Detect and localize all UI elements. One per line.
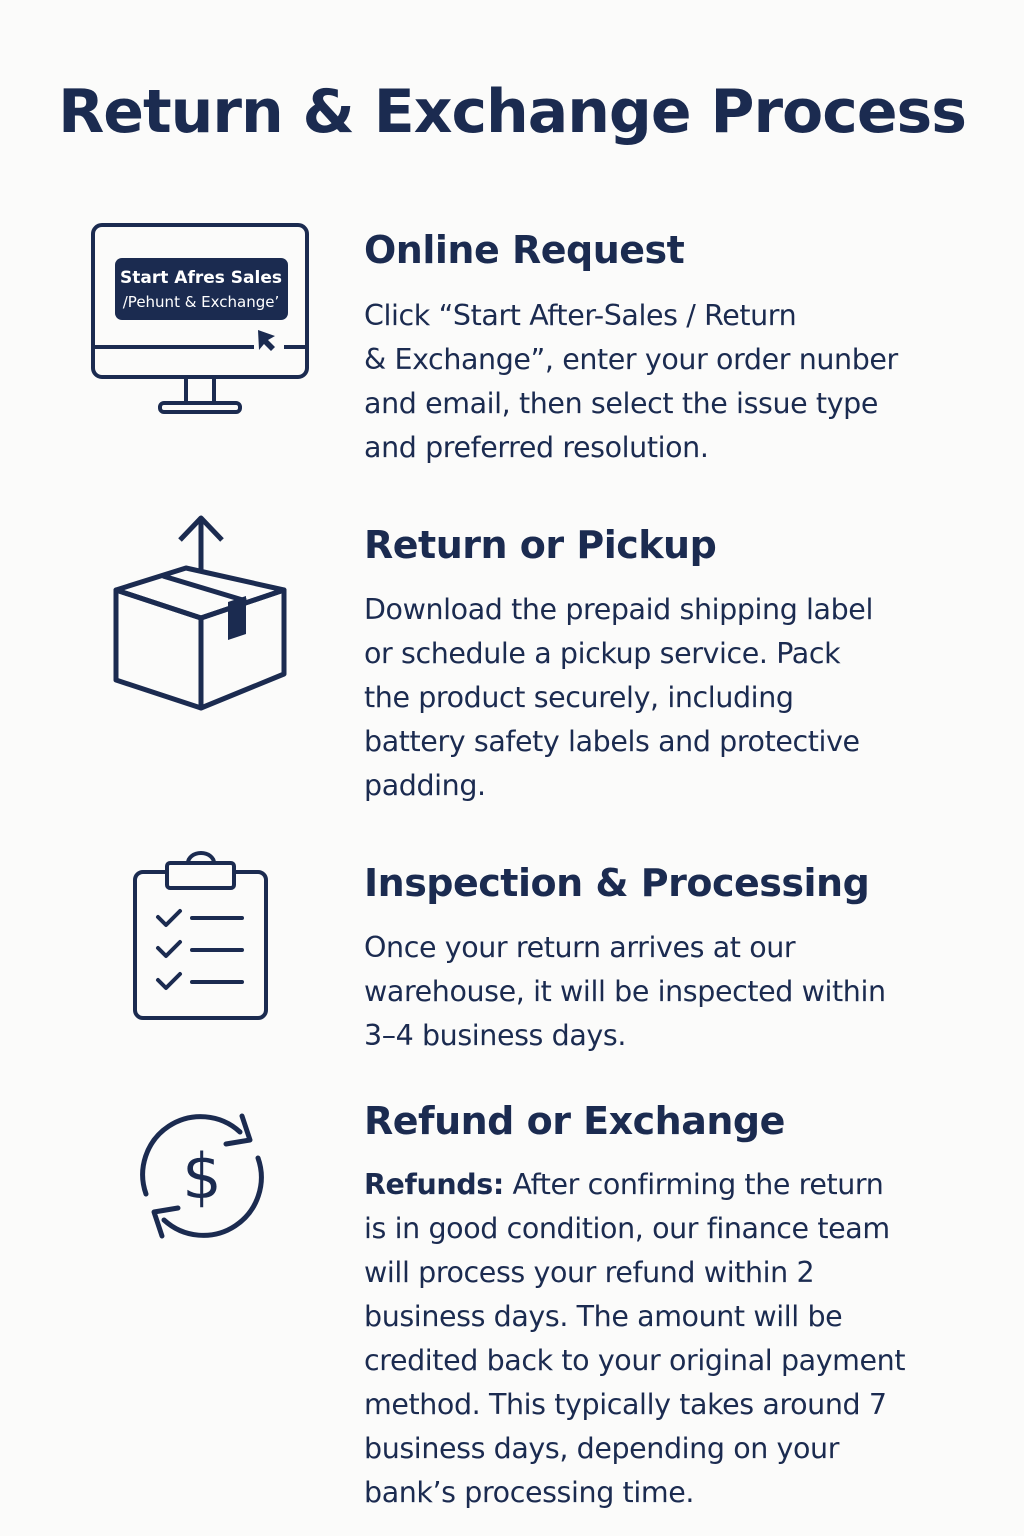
text-line: bank’s processing time. — [364, 1476, 694, 1509]
step-heading: Refund or Exchange — [364, 1099, 785, 1143]
step-heading: Inspection & Processing — [364, 861, 870, 905]
svg-text:$: $ — [182, 1140, 221, 1213]
text-line: business days. The amount will be — [364, 1300, 843, 1333]
screen-button-line2: /Pehunt & Exchange’ — [123, 293, 280, 311]
step-description: Download the prepaid shipping label or s… — [364, 588, 964, 808]
text-line: Once your return arrives at our — [364, 931, 796, 964]
text-line: the product securely, including — [364, 681, 794, 714]
text-line: is in good condition, our finance team — [364, 1212, 890, 1245]
text-line: business days, depending on your — [364, 1432, 840, 1465]
text-line: or schedule a pickup service. Pack — [364, 637, 841, 670]
text-line: will process your refund within 2 — [364, 1256, 815, 1289]
step-description: Click “Start After-Sales / Return & Exch… — [364, 294, 964, 470]
step-description: Once your return arrives at our warehous… — [364, 926, 964, 1058]
clipboard-checklist-icon — [133, 851, 268, 1020]
text-line: and preferred resolution. — [364, 431, 709, 464]
text-line: and email, then select the issue type — [364, 387, 878, 420]
step-heading: Online Request — [364, 228, 685, 272]
page-title: Return & Exchange Process — [58, 77, 967, 147]
step-description: Refunds: After confirming the return is … — [364, 1163, 964, 1515]
text-line: Download the prepaid shipping label — [364, 593, 873, 626]
text-line: 3–4 business days. — [364, 1019, 626, 1052]
text-line: credited back to your original payment — [364, 1344, 906, 1377]
screen-button-line1: Start Afres Sales — [120, 268, 282, 288]
step-heading: Return or Pickup — [364, 523, 717, 567]
text-line: Click “Start After-Sales / Return — [364, 299, 797, 332]
monitor-icon: Start Afres Sales /Pehunt & Exchange’ — [91, 223, 309, 414]
text-line: padding. — [364, 769, 486, 802]
text-line: warehouse, it will be inspected within — [364, 975, 886, 1008]
refund-cycle-icon: $ — [140, 1113, 264, 1239]
refunds-label: Refunds: — [364, 1168, 504, 1201]
text-line: method. This typically takes around 7 — [364, 1388, 887, 1421]
cursor-icon — [258, 330, 275, 351]
package-return-icon — [113, 515, 287, 711]
text-line: battery safety labels and protective — [364, 725, 860, 758]
text-line: After confirming the return — [503, 1168, 884, 1201]
text-line: & Exchange”, enter your order nunber — [364, 343, 898, 376]
